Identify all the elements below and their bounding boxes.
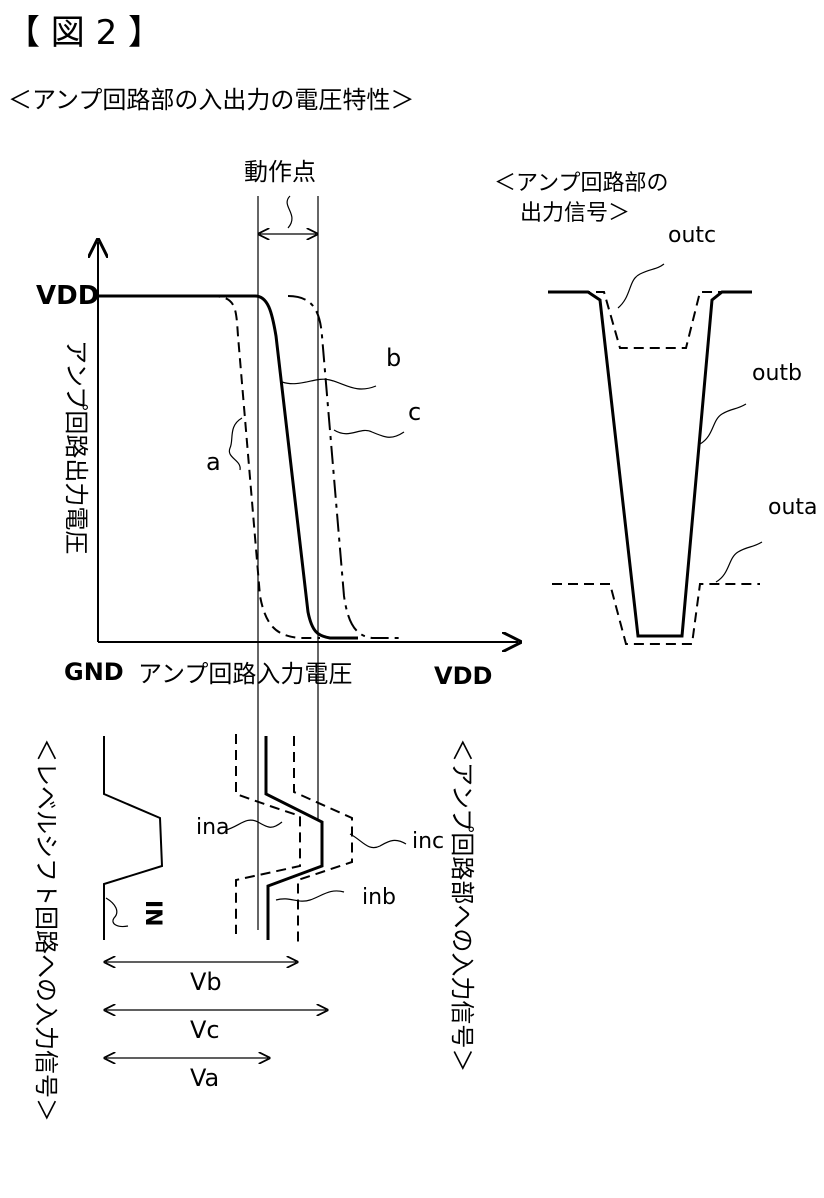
output-panel-title-line1: ＜アンプ回路部の: [494, 171, 668, 196]
vb-label: Vb: [190, 968, 222, 996]
curve-b-label: b: [386, 344, 401, 372]
outa-label: outa: [768, 495, 818, 520]
outc-leader: [618, 264, 664, 308]
curve-c-leader: [334, 430, 404, 437]
inc-label: inc: [412, 829, 444, 854]
output-panel-title-line2: 出力信号＞: [520, 201, 630, 226]
left-vertical-caption: ＜レベルシフト回路への入力信号＞: [32, 738, 60, 1122]
ina-label: ina: [196, 815, 230, 840]
curve-a-label: a: [206, 448, 221, 476]
vdd-x-label: VDD: [434, 662, 492, 690]
transfer-axes: [98, 242, 518, 642]
right-vertical-caption: ＜アンプ回路部への入力信号＞: [448, 738, 476, 1072]
curve-b: [98, 296, 358, 638]
operating-point-label: 動作点: [244, 158, 316, 186]
inc-leader: [350, 834, 406, 848]
main-title: ＜アンプ回路部の入出力の電圧特性＞: [8, 86, 414, 114]
vdd-y-label: VDD: [36, 281, 99, 311]
curve-a-leader: [229, 418, 242, 470]
outc-waveform: [548, 292, 752, 348]
y-axis-label: アンプ回路出力電圧: [62, 340, 90, 554]
ina-leader: [226, 820, 282, 830]
IN-leader: [106, 898, 128, 927]
outb-leader: [700, 404, 746, 444]
IN-label: IN: [140, 900, 165, 927]
vc-label: Vc: [190, 1016, 220, 1044]
x-axis-label: アンプ回路入力電圧: [138, 660, 352, 688]
inb-waveform: [266, 736, 322, 940]
gnd-label: GND: [64, 658, 124, 686]
curve-c-label: c: [408, 398, 421, 426]
curve-b-leader: [282, 379, 376, 389]
inb-leader: [276, 891, 344, 901]
figure-label: 【 図 2 】: [6, 13, 162, 53]
outa-leader: [716, 542, 762, 582]
operating-point-leader: [287, 196, 292, 228]
inb-label: inb: [362, 885, 396, 910]
va-label: Va: [190, 1064, 219, 1092]
outb-waveform: [548, 292, 752, 636]
outb-label: outb: [752, 361, 802, 386]
outc-label: outc: [668, 223, 716, 248]
curve-a: [210, 296, 320, 638]
